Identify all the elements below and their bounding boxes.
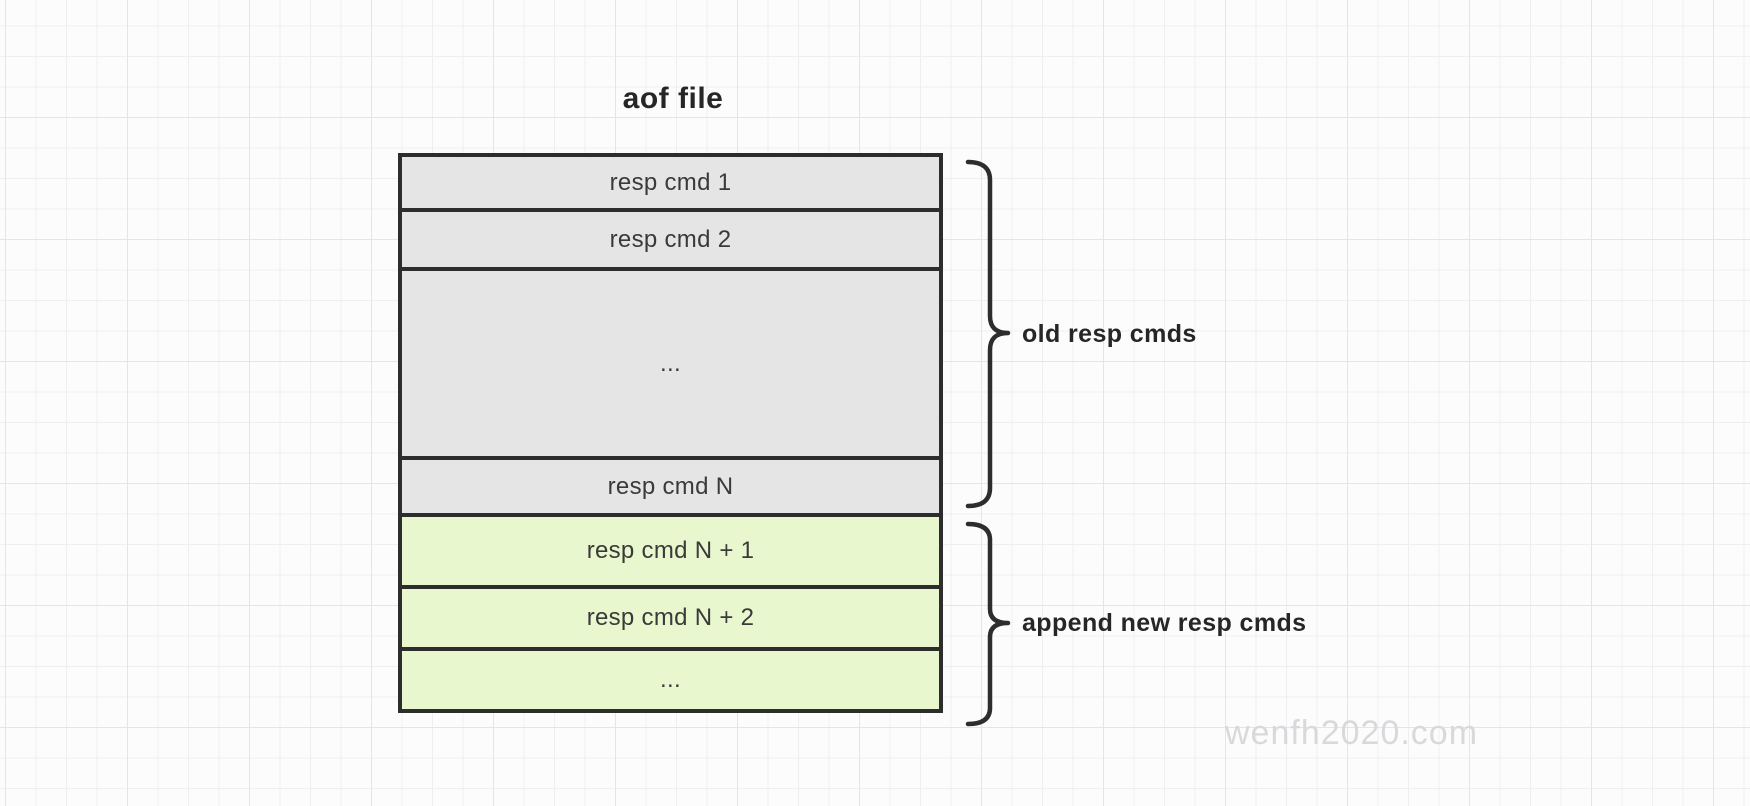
watermark-text: wenfh2020.com — [1225, 714, 1479, 752]
aof-row-1: resp cmd 1 — [402, 157, 939, 212]
aof-row-ellipsis-old: ... — [402, 271, 939, 460]
aof-row-n-label: resp cmd N — [607, 472, 734, 500]
old-resp-cmds-label: old resp cmds — [1022, 320, 1197, 348]
aof-row-n-plus-1-label: resp cmd N + 1 — [586, 537, 755, 564]
aof-row-ellipsis-old-label: ... — [660, 349, 681, 377]
aof-row-ellipsis-new-label: ... — [660, 666, 681, 693]
append-new-resp-cmds-label: append new resp cmds — [1022, 609, 1307, 637]
new-cmds-brace — [965, 521, 1011, 727]
diagram-title: aof file — [622, 82, 724, 115]
aof-row-1-label: resp cmd 1 — [609, 168, 732, 196]
aof-row-2: resp cmd 2 — [402, 212, 939, 271]
aof-row-n-plus-2: resp cmd N + 2 — [402, 589, 939, 651]
aof-row-n-plus-2-label: resp cmd N + 2 — [586, 604, 755, 631]
aof-row-2-label: resp cmd 2 — [609, 225, 732, 253]
aof-row-n-plus-1: resp cmd N + 1 — [402, 517, 939, 589]
aof-row-ellipsis-new: ... — [402, 651, 939, 709]
aof-file-box: resp cmd 1 resp cmd 2 ... resp cmd N res… — [398, 153, 943, 713]
aof-row-n: resp cmd N — [402, 460, 939, 517]
old-cmds-brace — [965, 159, 1011, 509]
